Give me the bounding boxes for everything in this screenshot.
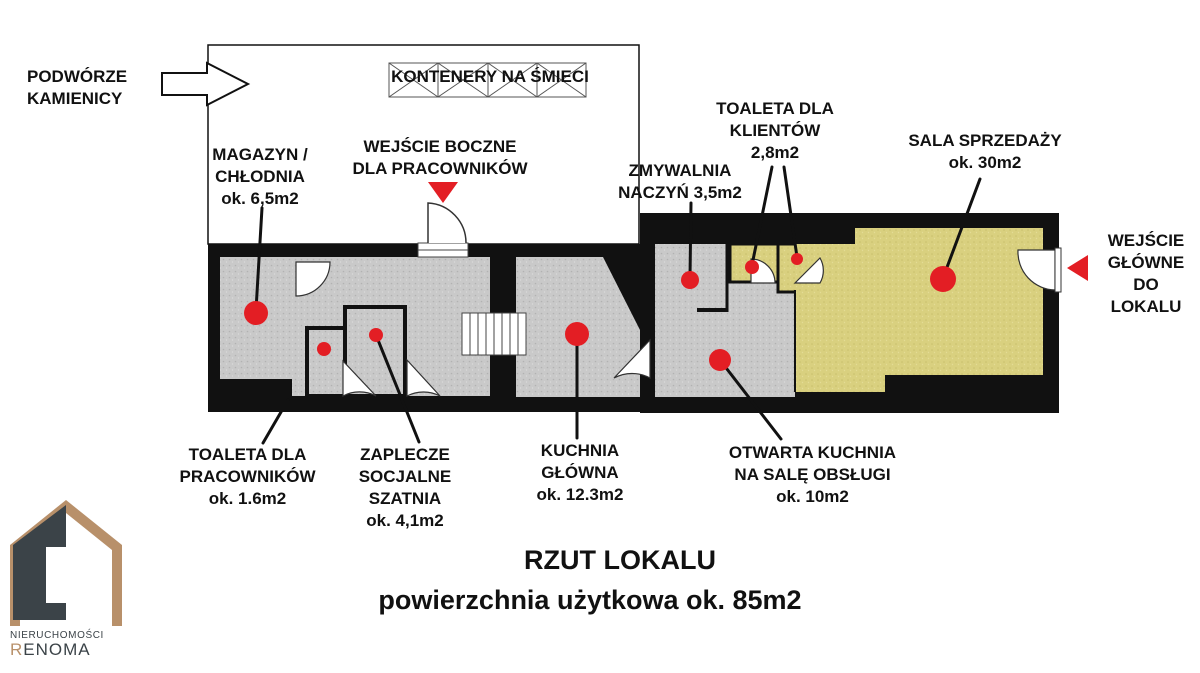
side-entrance-marker-icon <box>428 182 458 203</box>
main-entrance-marker-icon <box>1067 255 1088 281</box>
waste-containers-icon <box>388 62 587 98</box>
main-entrance-door-icon <box>1017 249 1056 291</box>
plan-subtitle: powierzchnia użytkowa ok. 85m2 <box>378 585 802 615</box>
staff-room-leader <box>374 333 421 444</box>
staff-wc-door-icon <box>342 359 377 398</box>
main-kitchen-marker-icon <box>565 322 589 346</box>
sales-room-marker-icon <box>930 266 956 292</box>
logo-initial: R <box>10 640 24 659</box>
plan-title: RZUT LOKALU <box>524 545 716 575</box>
client-wc-leader-a <box>750 165 774 267</box>
sales-room-floor <box>795 228 1043 392</box>
dishwash-leader <box>688 201 693 279</box>
staff-wc-floor <box>305 326 347 398</box>
sales-room-leader <box>941 177 982 280</box>
side-entrance-door-icon <box>427 202 467 244</box>
storage-leader <box>254 206 264 312</box>
staff-wc-marker-icon <box>317 342 331 356</box>
staff-room-marker-icon <box>369 328 383 342</box>
renoma-logo-icon <box>10 500 122 626</box>
dishwash-marker-icon <box>681 271 699 289</box>
kitchen-door-icon <box>613 338 651 380</box>
client-wc-a-marker-icon <box>745 260 759 274</box>
courtyard-outline <box>207 44 640 245</box>
client-wc-leader-b <box>782 165 799 259</box>
staff-room-door-icon <box>406 358 441 397</box>
storage-marker-icon <box>244 301 268 325</box>
courtyard-arrow-icon <box>161 61 251 107</box>
logo-line2: RENOMA <box>10 640 125 660</box>
open-kitchen-leader <box>718 358 783 441</box>
staff-wc-leader <box>261 398 290 445</box>
storage-door-icon <box>295 261 331 297</box>
stairs-icon <box>461 312 527 356</box>
client-wc-b-marker-icon <box>791 253 803 265</box>
open-kitchen-marker-icon <box>709 349 731 371</box>
logo-rest: ENOMA <box>23 640 91 659</box>
logo-line1: NIERUCHOMOŚCI <box>10 630 104 641</box>
client-wc-door-b-icon <box>793 257 824 284</box>
bins-label: KONTENERY NA ŚMIECI <box>391 67 589 86</box>
